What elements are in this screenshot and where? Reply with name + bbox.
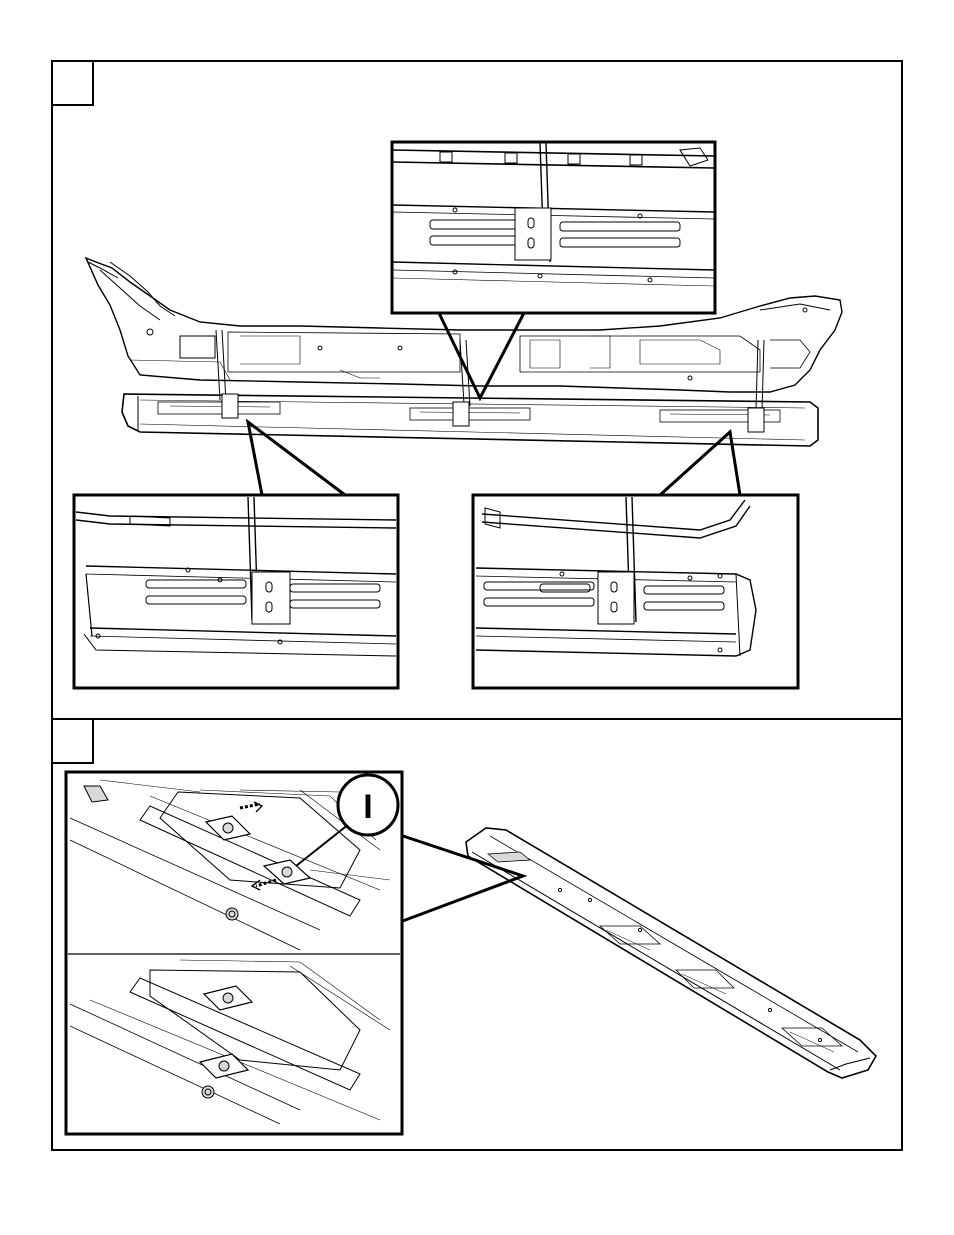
detail-callout-front <box>473 432 798 688</box>
step-1-panel <box>52 61 902 719</box>
step-1-number-box <box>52 61 93 105</box>
running-board-angled <box>466 828 876 1078</box>
detail-callout-rear <box>74 422 398 688</box>
callout-i-label: I <box>363 788 372 826</box>
step-2-number-box <box>52 719 93 763</box>
detail-callout-center <box>392 142 715 398</box>
detail-inset-slide: I <box>66 772 402 1134</box>
step-2-panel: I <box>52 719 902 1150</box>
